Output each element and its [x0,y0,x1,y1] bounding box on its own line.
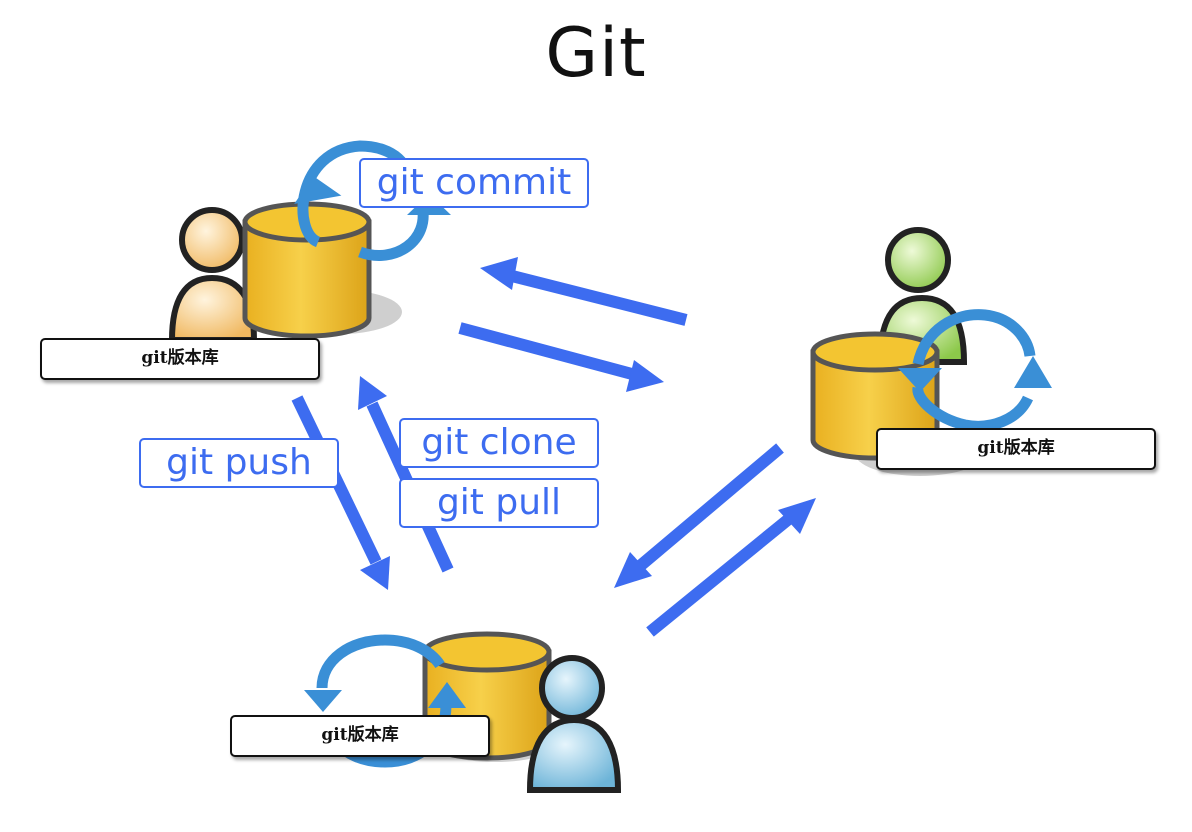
arrow-right-to-bottom [614,443,784,588]
git-commit-label: git commit [359,158,589,208]
arrow-bottom-to-right [646,498,816,637]
git-clone-label: git clone [399,418,599,468]
git-pull-label: git pull [399,478,599,528]
repo-bottom [304,631,622,793]
page-title: Git [545,14,647,93]
arrow-topleft-to-right [458,322,664,392]
user-icon [526,655,622,793]
user-icon [168,207,258,343]
repo-label-top-left: git版本库 [40,338,320,380]
git-push-label: git push [139,438,339,488]
commit-cycle-icon [898,309,1052,432]
arrow-right-to-topleft [480,257,688,326]
repo-label-right: git版本库 [876,428,1156,470]
repo-label-bottom: git版本库 [230,715,490,757]
repository-icon [810,331,940,461]
